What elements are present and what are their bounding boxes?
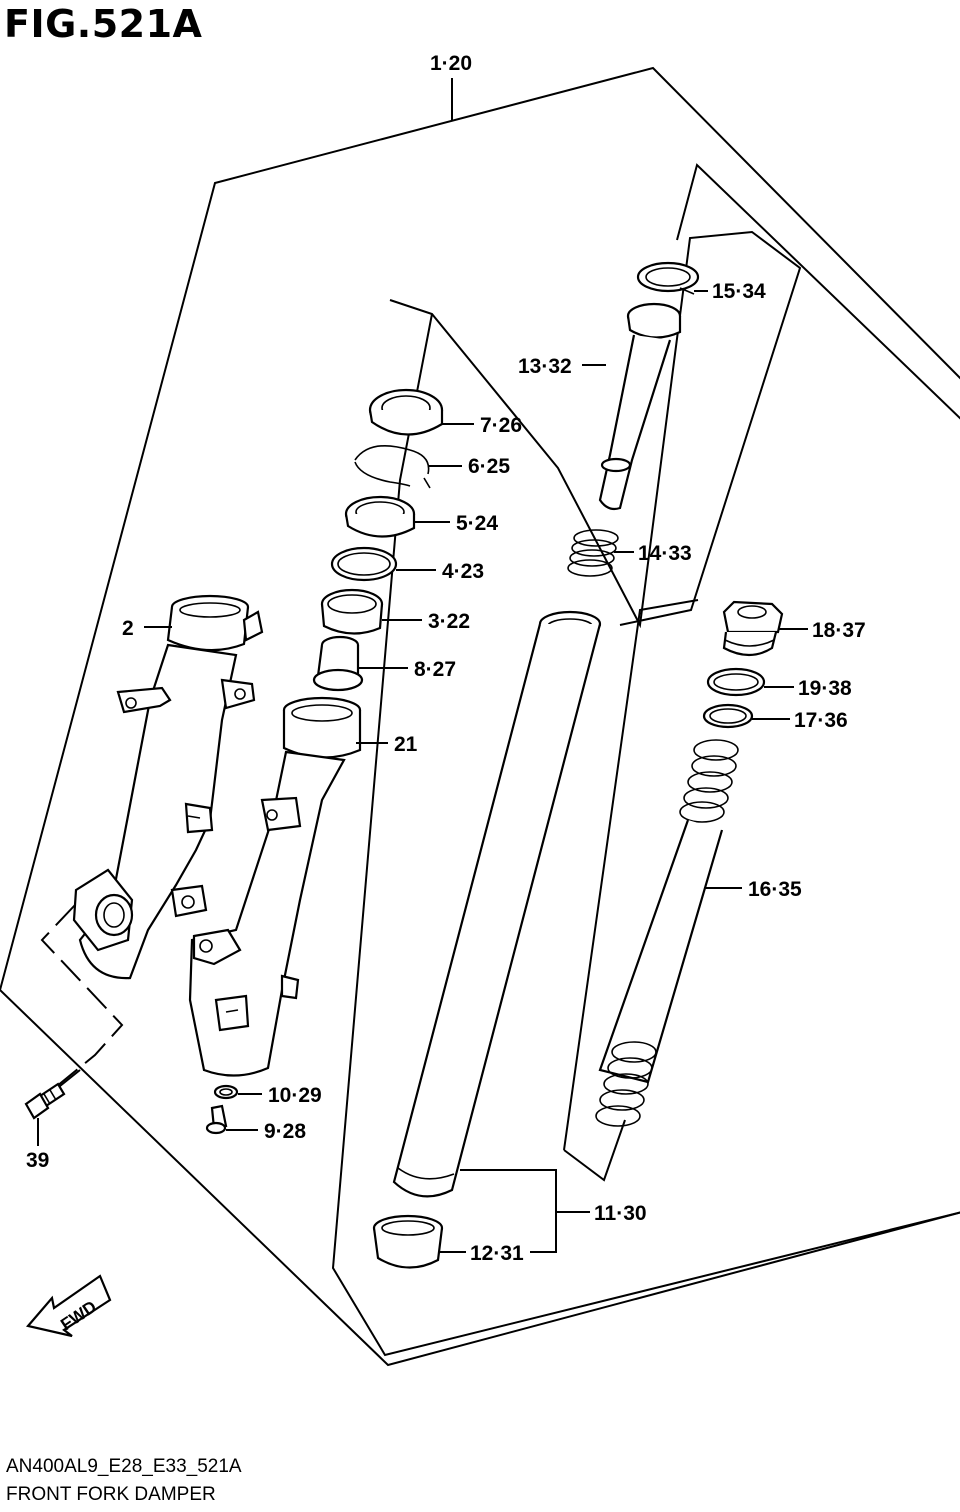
part-12-slide-bushing — [372, 1214, 444, 1269]
callout-16: 16·35 — [748, 878, 802, 901]
callout-13: 13·32 — [518, 355, 572, 378]
part-14-rebound-spring — [567, 529, 619, 577]
callout-18: 18·37 — [812, 619, 866, 642]
part-3-guide-bushing — [320, 588, 384, 635]
part-19-o-ring — [706, 667, 766, 697]
callout-14: 14·33 — [638, 542, 692, 565]
callout-7: 7·26 — [480, 414, 522, 437]
callout-15: 15·34 — [712, 280, 766, 303]
figure-caption: FRONT FORK DAMPER — [6, 1484, 216, 1505]
callout-39: 39 — [26, 1149, 49, 1172]
part-11-inner-tube — [392, 610, 602, 1198]
callout-21: 21 — [394, 733, 418, 756]
damper-group-boundary — [676, 163, 960, 420]
figure-title: FIG.521A — [4, 2, 203, 46]
part-15-piston-ring — [636, 261, 700, 295]
bolt-dashed-leader — [39, 904, 124, 1101]
model-code: AN400AL9_E28_E33_521A — [6, 1456, 242, 1477]
callout-19: 19·38 — [798, 677, 852, 700]
part-7-dust-seal — [368, 388, 444, 436]
callout-17: 17·36 — [794, 709, 848, 732]
part-13-damper-rod — [598, 302, 682, 511]
part-39-bolt — [24, 1082, 66, 1120]
callout-10: 10·29 — [268, 1084, 322, 1107]
part-2-fork-leg — [72, 594, 264, 980]
callout-8: 8·27 — [414, 658, 456, 681]
leader-lines — [37, 78, 808, 1253]
callout-4: 4·23 — [442, 560, 484, 583]
part-17-washer — [702, 703, 754, 729]
callout-11: 11·30 — [594, 1202, 647, 1225]
callout-2: 2 — [122, 617, 134, 640]
spring-group-boundary-2 — [563, 1119, 626, 1182]
outer-tube-group-boundary — [389, 230, 802, 629]
part-16-fork-spring — [595, 739, 739, 1127]
callout-12: 12·31 — [470, 1242, 524, 1265]
callout-9: 9·28 — [264, 1120, 306, 1143]
part-4-washer — [330, 546, 398, 582]
callout-5: 5·24 — [456, 512, 498, 535]
assembly-boundary — [0, 66, 960, 1367]
spring-group-boundary — [563, 599, 699, 1151]
part-21-fork-leg — [188, 696, 362, 1077]
part-5-oil-seal — [344, 495, 416, 538]
callout-1: 1·20 — [430, 52, 472, 75]
part-10-gasket — [213, 1084, 239, 1100]
part-6-retaining-ring — [354, 444, 431, 489]
callout-3: 3·22 — [428, 610, 470, 633]
callout-6: 6·25 — [468, 455, 510, 478]
part-9-bolt — [205, 1104, 228, 1135]
part-18-cap-bolt — [722, 600, 784, 657]
inner-tube-group-boundary — [331, 313, 960, 1357]
part-8-slide-bushing — [312, 635, 364, 692]
fwd-arrow-icon: FWD — [25, 1274, 112, 1338]
